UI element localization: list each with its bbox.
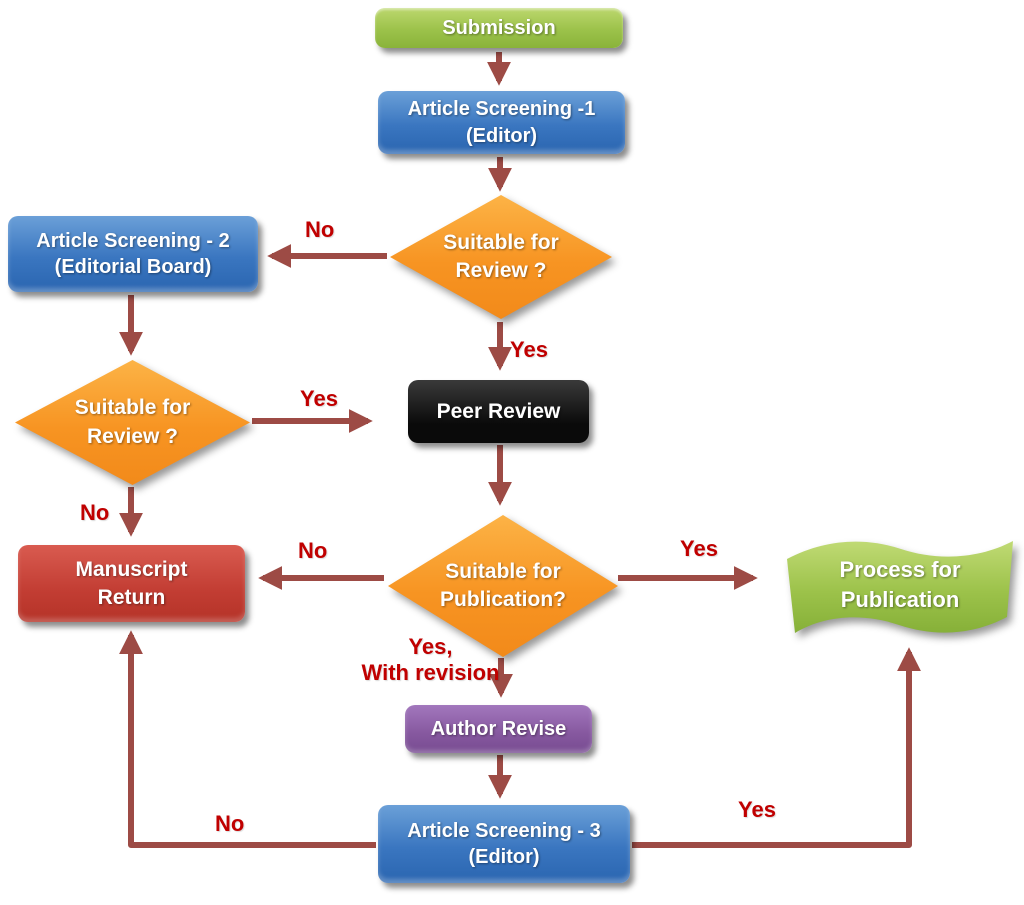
- node-label: Process for: [839, 556, 961, 582]
- node-label: Return: [97, 585, 166, 609]
- node-label: Article Screening - 3: [407, 819, 601, 842]
- node-sublabel: (Editor): [465, 124, 538, 147]
- node-article-screening-2: Article Screening - 2 (Editorial Board): [8, 216, 258, 292]
- edge-label-no-screening3: No: [215, 811, 245, 836]
- decision-label: Publication?: [440, 588, 566, 611]
- decision-label: Suitable for: [443, 230, 559, 254]
- node-label: Publication: [840, 586, 960, 612]
- node-label: Manuscript: [75, 557, 188, 581]
- edge-label-yes-with-revision: Yes, With revision: [338, 634, 523, 686]
- decision-suitable-for-review-1: Suitable for Review ?: [390, 195, 612, 319]
- decision-suitable-for-review-2: Suitable for Review ?: [15, 360, 250, 485]
- edge-label-line: With revision: [361, 660, 500, 685]
- decision-label: Review ?: [86, 424, 179, 448]
- node-article-screening-3: Article Screening - 3 (Editor): [378, 805, 630, 883]
- decision-label: Suitable for: [445, 559, 561, 583]
- edge-label-yes-review1: Yes: [510, 337, 548, 362]
- edge-label-line: Yes,: [408, 634, 453, 659]
- node-sublabel: (Editor): [468, 846, 540, 868]
- node-submission: Submission: [375, 8, 623, 48]
- node-author-revise: Author Revise: [405, 705, 592, 753]
- node-label: Peer Review: [436, 399, 561, 423]
- decision-label: Suitable for: [74, 396, 191, 420]
- wave-banner-shape: [787, 541, 1013, 633]
- node-label: Article Screening -1: [407, 98, 596, 121]
- node-label: Submission: [442, 16, 556, 39]
- decision-suitable-for-publication: Suitable for Publication?: [388, 515, 618, 657]
- decision-label: Review ?: [455, 259, 547, 282]
- node-label: Article Screening - 2: [36, 229, 230, 252]
- edge-label-yes-review2: Yes: [300, 386, 338, 411]
- edge-label-yes-publication: Yes: [680, 536, 718, 561]
- node-peer-review: Peer Review: [408, 380, 589, 443]
- edge-label-no-review1: No: [305, 217, 335, 242]
- node-sublabel: (Editorial Board): [54, 256, 212, 278]
- node-label: Author Revise: [430, 717, 567, 740]
- node-article-screening-1: Article Screening -1 (Editor): [378, 91, 625, 154]
- edge-label-no-review2: No: [80, 500, 110, 525]
- node-process-for-publication: Process for Publication: [785, 533, 1015, 640]
- edge-label-no-publication: No: [298, 538, 328, 563]
- node-manuscript-return: Manuscript Return: [18, 545, 245, 622]
- edge-label-yes-screening3: Yes: [738, 797, 776, 822]
